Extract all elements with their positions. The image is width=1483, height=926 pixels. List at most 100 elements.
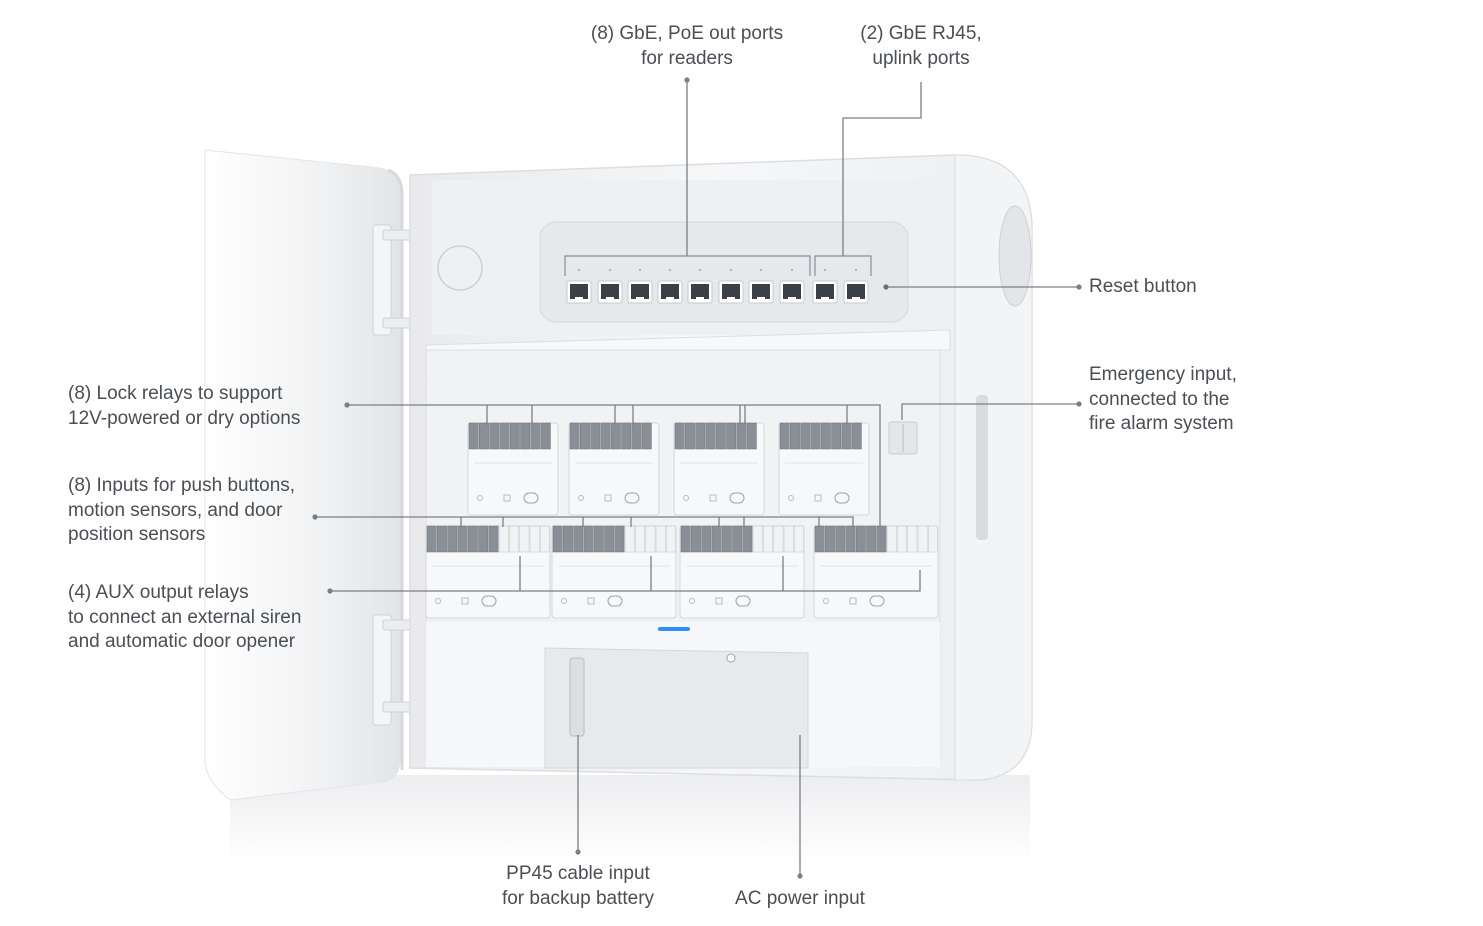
terminal-block-icon	[624, 525, 635, 553]
relay-board	[467, 422, 559, 516]
terminal-block-icon	[539, 525, 550, 553]
terminal-block-icon	[824, 525, 835, 553]
board-indicator	[683, 495, 689, 501]
terminal-block-icon	[498, 525, 509, 553]
leader-dot	[684, 77, 690, 83]
rj45-latch	[757, 297, 765, 300]
callout-line: position sensors	[68, 524, 206, 545]
terminal-block-icon	[540, 422, 551, 450]
board-indicator	[814, 494, 822, 502]
terminal-block-icon	[489, 422, 500, 450]
shelf	[425, 329, 951, 351]
terminal-block-icon	[631, 422, 642, 450]
rj45-port-icon	[783, 284, 801, 299]
board-switch	[624, 492, 640, 504]
ac-inlet-screw	[726, 653, 736, 663]
terminal-block-icon	[701, 525, 712, 553]
terminal-block-icon	[835, 525, 846, 553]
callout-line: (8) GbE, PoE out ports	[590, 23, 784, 44]
terminal-block-icon	[674, 422, 685, 450]
rj45-port-icon	[816, 284, 834, 299]
terminal-block-icon	[690, 525, 701, 553]
terminal-block-icon	[600, 422, 611, 450]
callout-line: and automatic door opener	[68, 631, 296, 652]
callout-line: Reset button	[1089, 276, 1197, 297]
terminal-block-icon	[789, 422, 800, 450]
pp45-connector-icon	[569, 657, 585, 737]
board-switch	[834, 492, 850, 504]
knockout	[437, 245, 483, 291]
rj45-port-icon	[691, 284, 709, 299]
reset-button[interactable]	[883, 284, 889, 290]
terminal-block-icon	[635, 525, 646, 553]
terminal-block-icon	[831, 422, 842, 450]
terminal-block-icon	[814, 525, 825, 553]
side-slot	[976, 395, 988, 540]
terminal-block-icon	[684, 422, 695, 450]
terminal-block-icon	[529, 525, 540, 553]
rj45-latch	[606, 297, 614, 300]
terminal-block-icon	[665, 525, 676, 553]
leader-line	[460, 517, 820, 527]
callout-line: Emergency input,	[1089, 364, 1237, 385]
rj45-latch	[696, 297, 704, 300]
rj45-latch	[636, 297, 644, 300]
terminal-block-icon	[876, 525, 887, 553]
terminal-block-icon	[519, 525, 530, 553]
board-indicator	[561, 598, 567, 604]
rj45-port-icon	[661, 284, 679, 299]
terminal-block-icon	[499, 422, 510, 450]
callout-line: for backup battery	[501, 887, 655, 909]
terminal-block-icon	[579, 422, 590, 450]
leader-line	[519, 556, 784, 591]
terminal-block-icon	[886, 525, 897, 553]
port-row	[564, 255, 872, 304]
board-indicator	[689, 598, 695, 604]
terminal-block-icon	[715, 422, 726, 450]
leader-dot	[797, 873, 803, 879]
terminal-block-icon	[583, 525, 594, 553]
board-switch	[729, 492, 745, 504]
terminal-block-icon	[866, 525, 877, 553]
terminal-block-icon	[695, 422, 706, 450]
board-indicator	[503, 494, 511, 502]
terminal-block-icon	[705, 422, 716, 450]
leader-dot	[1076, 284, 1082, 290]
terminal-block-icon	[897, 525, 908, 553]
leader-line	[330, 570, 921, 592]
board-indicator	[788, 495, 794, 501]
terminal-block-icon	[793, 525, 804, 553]
board-switch	[607, 595, 623, 607]
leader-dot	[344, 402, 350, 408]
terminal-block-icon	[468, 422, 479, 450]
rj45-port-icon	[570, 284, 588, 299]
rj45-latch	[852, 297, 860, 300]
board-indicator	[578, 495, 584, 501]
rj45-port-icon	[752, 284, 770, 299]
terminal-block-icon	[509, 422, 520, 450]
callout-line: PP45 cable input	[506, 863, 650, 884]
port-led	[698, 268, 702, 272]
rj45-latch	[788, 297, 796, 300]
board-indicator	[604, 494, 612, 502]
leader-lines	[312, 77, 1082, 879]
callout-line: 12V-powered or dry options	[68, 407, 301, 429]
rj45-latch	[575, 297, 583, 300]
callout-emergency-input: Emergency input, connected to the fire a…	[1089, 363, 1237, 437]
terminal-block-icon	[907, 525, 918, 553]
callout-line: fire alarm system	[1089, 413, 1234, 434]
terminal-block-icon	[841, 422, 852, 450]
relay-board	[813, 525, 939, 619]
leader-line	[842, 82, 922, 256]
terminal-block-icon	[573, 525, 584, 553]
board-switch	[735, 595, 751, 607]
port-panel	[539, 221, 909, 323]
board-switch	[523, 492, 539, 504]
board-indicator	[587, 597, 595, 605]
terminal-block-icon	[645, 525, 656, 553]
callout-line: connected to the	[1089, 388, 1230, 410]
callout-poe-ports: (8) GbE, PoE out ports for readers	[548, 22, 826, 71]
rj45-latch	[666, 297, 674, 300]
input-and-aux-boards	[425, 525, 939, 619]
